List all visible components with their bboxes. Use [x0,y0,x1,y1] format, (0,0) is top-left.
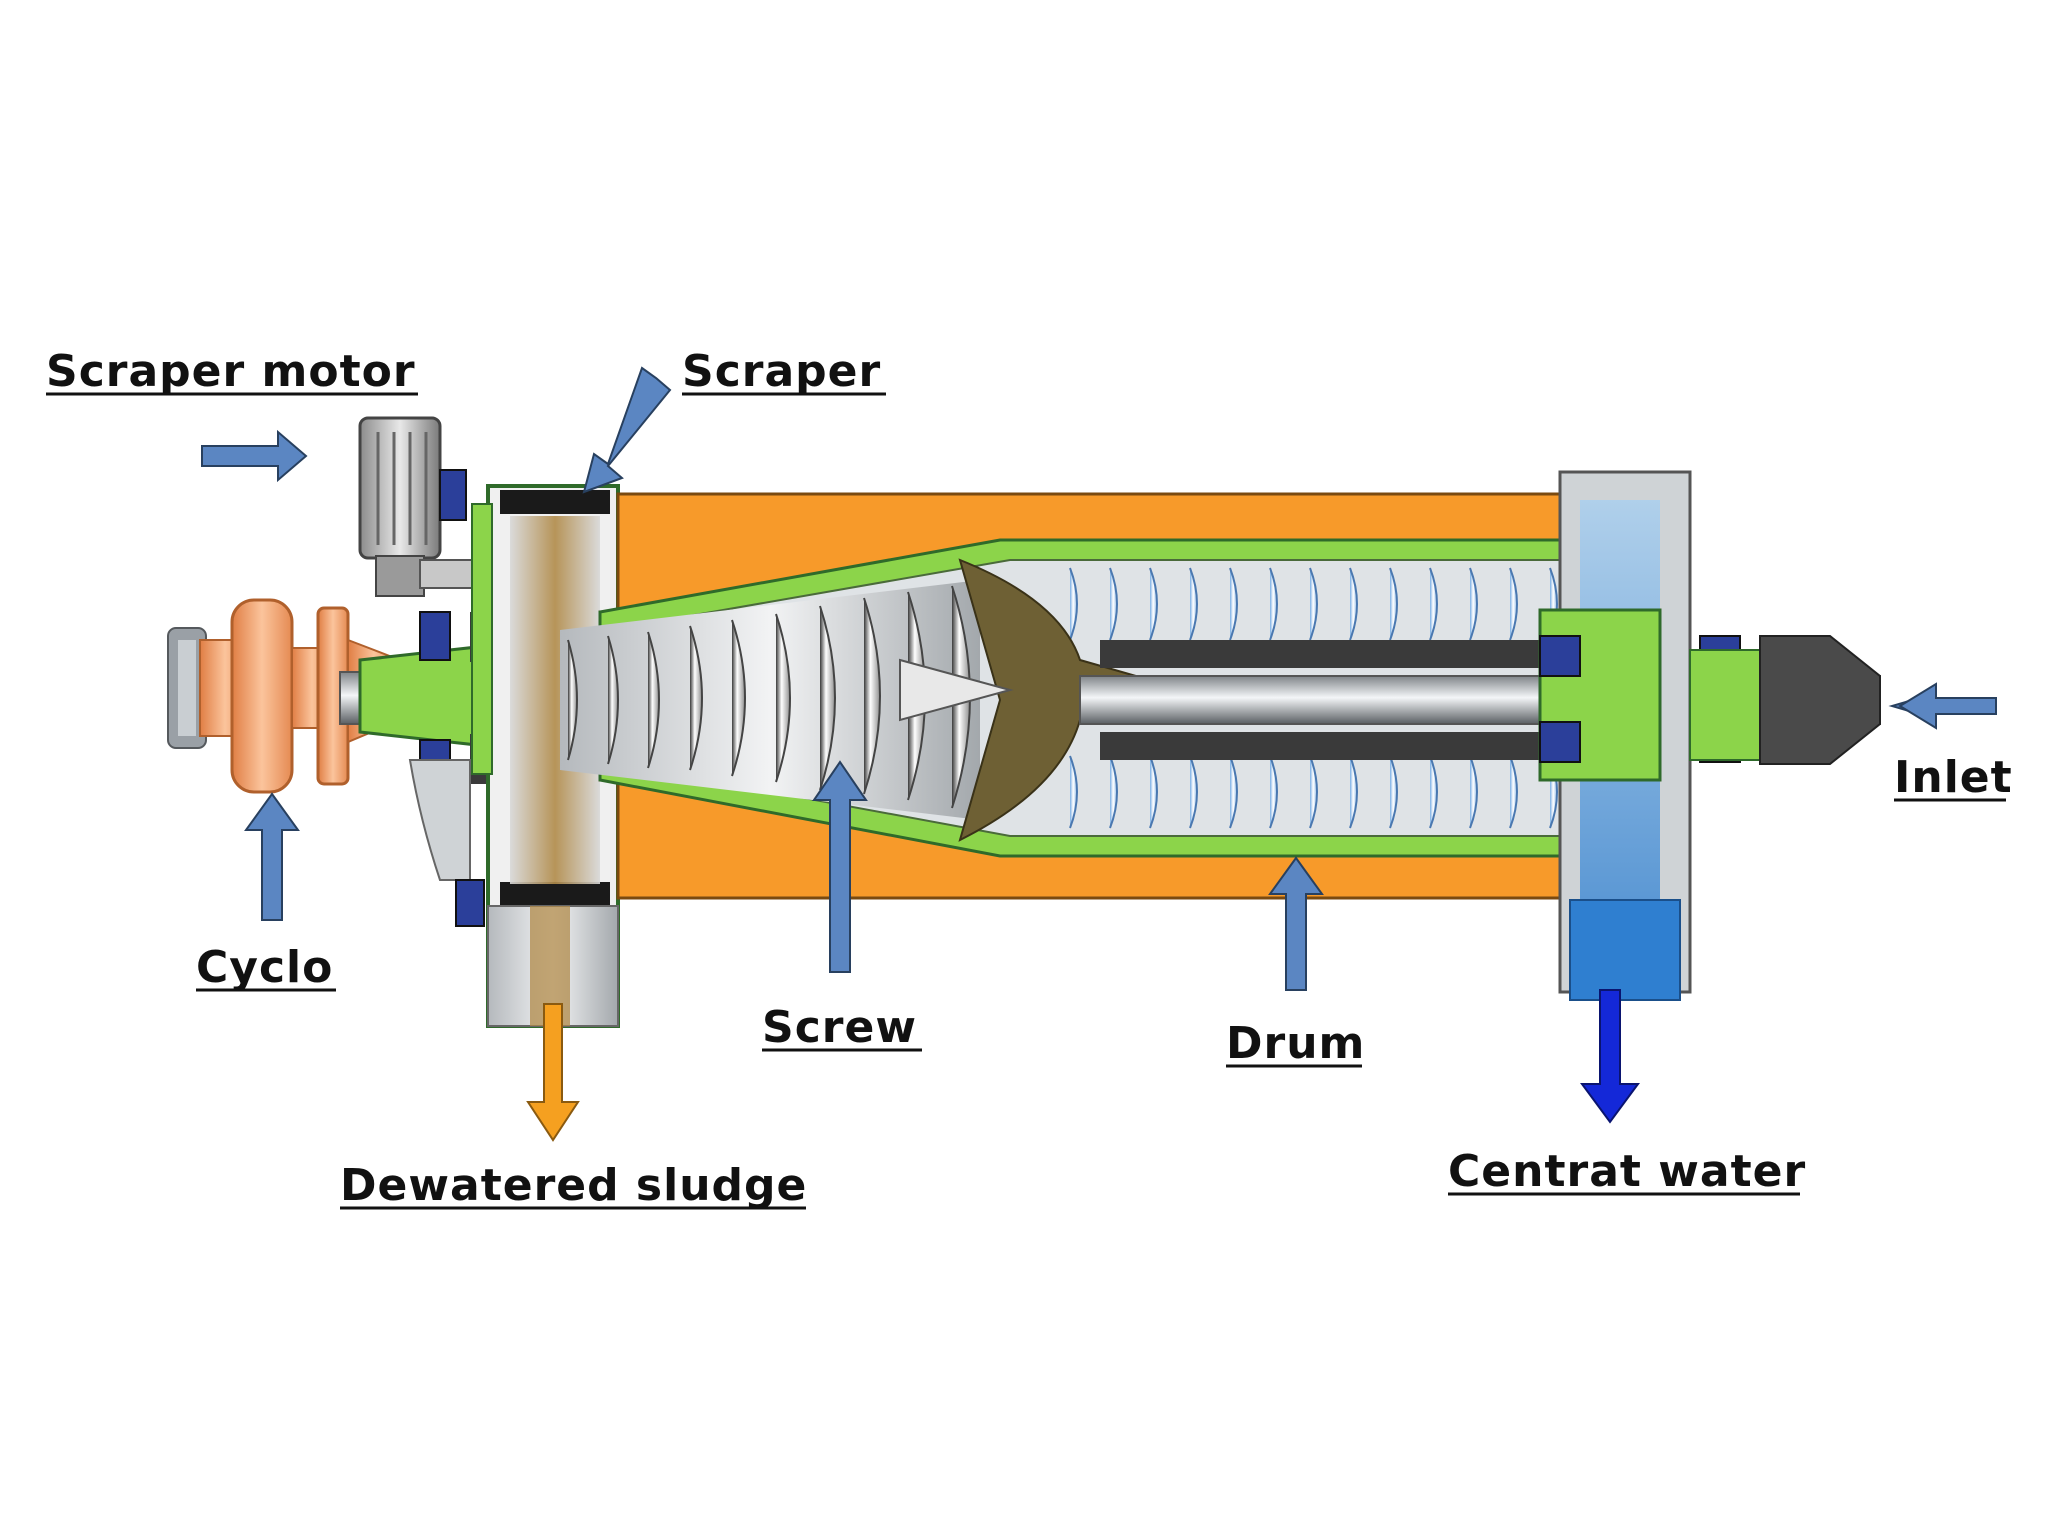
label-centrat-water: Centrat water [1448,1146,1806,1197]
scraper-motor-arrow [201,429,308,483]
cyclo-arrow [244,792,300,921]
label-inlet: Inlet [1894,752,2013,803]
cyclo-gearbox [167,598,401,794]
screw-conveyor [560,558,1558,842]
right-end-housing [1538,470,1881,1001]
label-arrows [201,366,1997,1142]
labels: Scraper motor Scraper Cyclo Screw Drum I… [46,346,2013,1211]
screw-arrow [812,760,868,973]
label-cyclo: Cyclo [196,942,333,993]
scraper-motor [358,416,485,927]
inlet-arrow-body [1898,682,1997,730]
scraper-arrow [582,366,672,494]
label-screw: Screw [762,1002,917,1053]
label-drum: Drum [1226,1018,1365,1069]
label-scraper-motor: Scraper motor [46,346,416,397]
drum-arrow [1268,856,1324,991]
centrifuge-machine [167,416,1881,1028]
centrat-water-arrow [1580,989,1640,1124]
label-dewatered-sludge: Dewatered sludge [340,1160,807,1211]
dewatered-sludge-arrow [526,1003,580,1142]
label-scraper: Scraper [682,346,881,397]
